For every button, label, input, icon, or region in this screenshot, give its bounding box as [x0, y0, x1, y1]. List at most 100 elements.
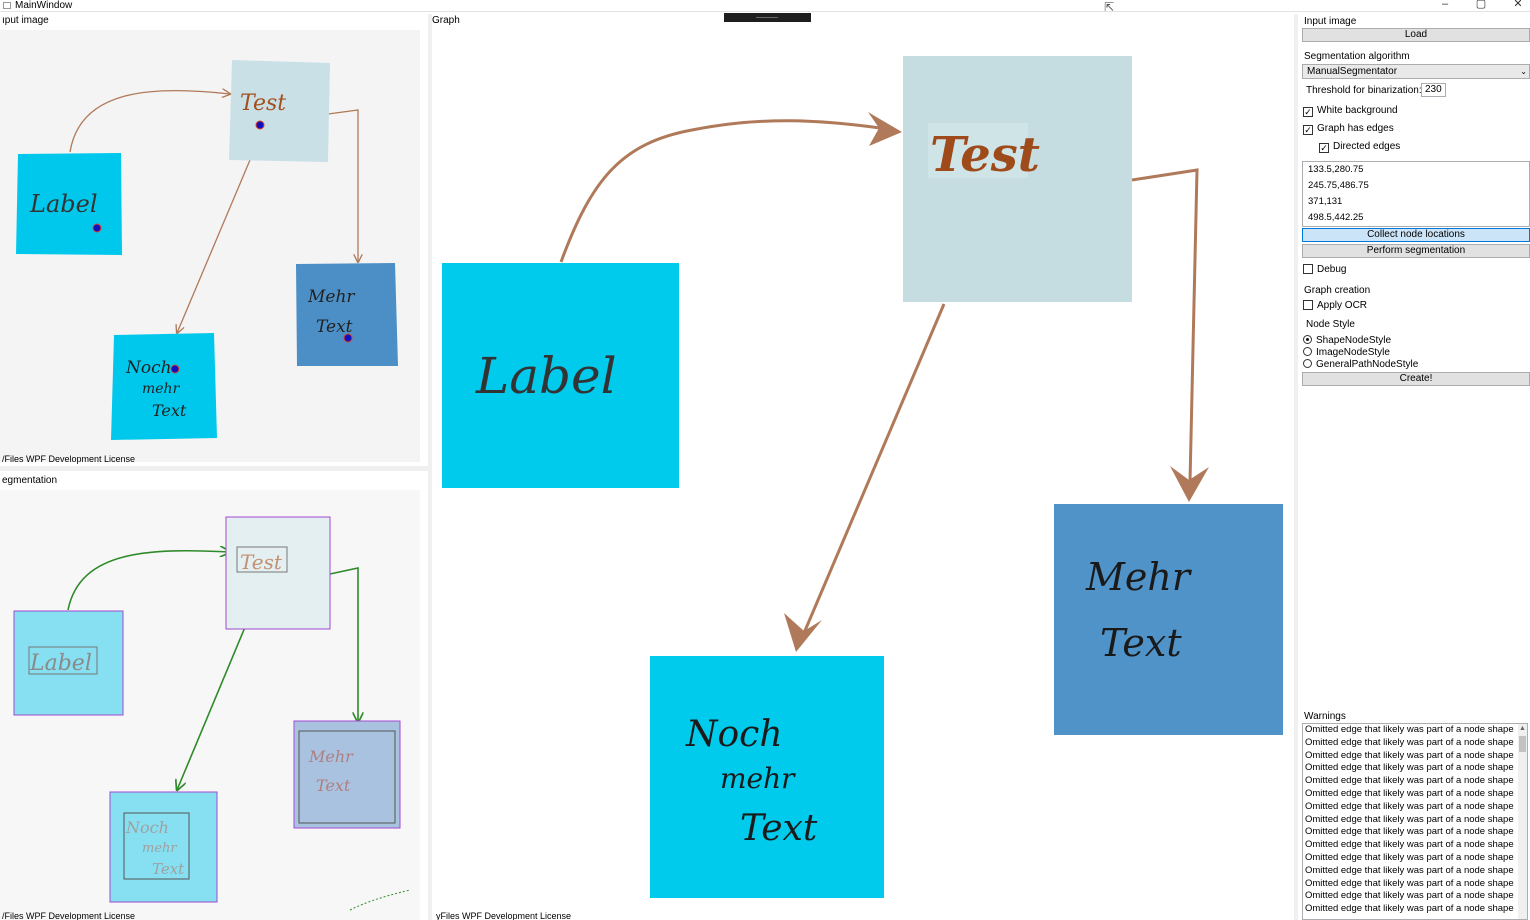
minimize-button[interactable]: – — [1441, 0, 1449, 10]
warnings-scrollbar[interactable]: ▲ — [1518, 724, 1527, 919]
title-bar: MainWindow – ▢ ✕ — [0, 0, 1530, 12]
input-license-watermark: /Files WPF Development License — [2, 454, 136, 464]
graph-node-label[interactable]: Label — [442, 263, 679, 488]
photo-note-mehr — [296, 263, 398, 366]
segmentation-license-watermark: /Files WPF Development License — [2, 911, 136, 920]
seg-note-mehr-text2: Text — [316, 776, 351, 795]
seg-note-noch-text2: mehr — [142, 841, 177, 856]
list-item: Omitted edge that likely was part of a n… — [1305, 736, 1514, 748]
list-item: Omitted edge that likely was part of a n… — [1305, 839, 1514, 851]
photo-edge-label-test — [69, 91, 230, 153]
graph-has-edges-label: Graph has edges — [1317, 123, 1394, 134]
photo-note-noch-text3: Text — [152, 401, 187, 420]
photo-note-noch — [111, 333, 217, 440]
graph-node-test-box[interactable] — [903, 56, 1132, 302]
general-path-node-style-radio[interactable]: GeneralPathNodeStyle — [1303, 359, 1418, 371]
seg-note-noch-text: Noch — [125, 818, 169, 837]
checkbox-empty-icon — [1303, 300, 1313, 310]
scroll-up-icon[interactable]: ▲ — [1519, 725, 1526, 732]
seg-note-label-text: Label — [29, 651, 92, 676]
white-background-label: White background — [1317, 105, 1398, 116]
graph-node-noch[interactable]: Noch mehr Text — [650, 656, 884, 898]
graph-has-edges-checkbox[interactable]: ✓Graph has edges — [1303, 123, 1394, 135]
graph-creation-group-label: Graph creation — [1304, 285, 1371, 296]
photo-note-mehr-text: Mehr — [307, 287, 355, 307]
list-item: Omitted edge that likely was part of a n… — [1305, 800, 1514, 812]
graph-node-mehr[interactable]: Mehr Text — [1054, 504, 1283, 735]
warnings-list[interactable]: Omitted edge that likely was part of a n… — [1302, 723, 1528, 920]
graph-node-mehr-text: Mehr — [1085, 555, 1193, 599]
checkmark-icon: ✓ — [1319, 143, 1329, 153]
list-item[interactable]: 133.5,280.75 — [1308, 164, 1364, 175]
radio-selected-icon — [1303, 335, 1312, 344]
photo-node-marker — [255, 120, 265, 130]
white-background-checkbox[interactable]: ✓White background — [1303, 105, 1398, 117]
photo-edge-test-noch — [177, 159, 251, 333]
list-item: Omitted edge that likely was part of a n… — [1305, 762, 1514, 774]
perform-segmentation-button[interactable]: Perform segmentation — [1302, 244, 1530, 258]
settings-panel: Input image Load Segmentation algorithm … — [1298, 14, 1530, 920]
debug-label: Debug — [1317, 264, 1347, 275]
scrollbar-thumb[interactable] — [1519, 736, 1526, 752]
graph-node-noch-text: Noch — [685, 714, 783, 755]
seg-edge-label-test — [67, 551, 230, 611]
list-item: Omitted edge that likely was part of a n… — [1305, 877, 1514, 889]
graph-node-mehr-box[interactable] — [1054, 504, 1283, 735]
list-item: Omitted edge that likely was part of a n… — [1305, 813, 1514, 825]
collect-node-locations-button[interactable]: Collect node locations — [1302, 228, 1530, 242]
right-panel-splitter[interactable] — [1294, 14, 1298, 920]
shape-node-style-radio[interactable]: ShapeNodeStyle — [1303, 335, 1391, 347]
photo-node-marker — [343, 333, 353, 343]
graph-node-noch-box[interactable] — [650, 656, 884, 898]
input-image-panel-label: ıput image — [2, 15, 49, 26]
directed-edges-checkbox[interactable]: ✓Directed edges — [1319, 141, 1400, 153]
node-locations-list[interactable]: 133.5,280.75 245.75,486.75 371,131 498.5… — [1302, 161, 1530, 227]
window-icon — [3, 2, 11, 9]
list-item[interactable]: 371,131 — [1308, 196, 1343, 207]
apply-ocr-checkbox[interactable]: Apply OCR — [1303, 300, 1367, 312]
create-button[interactable]: Create! — [1302, 372, 1530, 386]
graph-edge-test-noch[interactable] — [802, 303, 946, 634]
seg-ocr-box-test — [236, 546, 288, 573]
close-button[interactable]: ✕ — [1513, 0, 1523, 10]
image-node-style-label: ImageNodeStyle — [1316, 347, 1390, 358]
input-image-canvas[interactable]: Test Label Mehr Text Noch mehr Text — [0, 30, 420, 462]
seg-box-mehr — [293, 720, 401, 829]
splitter-grip-handle[interactable] — [724, 13, 811, 22]
graph-edge-label-test[interactable] — [559, 119, 881, 263]
seg-box-test — [225, 516, 331, 630]
graph-canvas[interactable]: Test Label Mehr Text Noch mehr Text — [432, 28, 1294, 920]
list-item[interactable]: 245.75,486.75 — [1308, 180, 1369, 191]
graph-node-test-label-bg — [928, 123, 1028, 178]
window-title: MainWindow — [15, 0, 73, 11]
list-item: Omitted edge that likely was part of a n… — [1305, 903, 1514, 915]
image-node-style-radio[interactable]: ImageNodeStyle — [1303, 347, 1390, 359]
general-path-node-style-label: GeneralPathNodeStyle — [1316, 359, 1419, 370]
segmentation-canvas[interactable]: Test Label Mehr Text Noch mehr Text — [0, 490, 420, 920]
seg-edge-test-noch — [177, 619, 249, 790]
list-item[interactable]: 498.5,442.25 — [1308, 212, 1364, 223]
segmentation-algorithm-select[interactable]: ManualSegmentator ⌄ — [1302, 64, 1530, 79]
graph-node-label-box[interactable] — [442, 263, 679, 488]
list-item: Omitted edge that likely was part of a n… — [1305, 775, 1514, 787]
threshold-label: Threshold for binarization: — [1306, 85, 1422, 96]
left-panel-splitter[interactable] — [428, 14, 432, 920]
left-horizontal-splitter[interactable] — [0, 466, 428, 471]
graph-edge-test-mehr[interactable] — [1131, 168, 1199, 483]
graph-node-test[interactable]: Test — [903, 56, 1132, 302]
graph-node-noch-text3: Text — [740, 808, 818, 849]
maximize-button[interactable]: ▢ — [1475, 0, 1487, 10]
seg-note-mehr-text: Mehr — [308, 747, 354, 766]
photo-note-test — [229, 60, 330, 162]
input-image-group-label: Input image — [1304, 16, 1357, 27]
seg-box-label — [13, 610, 124, 716]
load-button[interactable]: Load — [1302, 28, 1530, 42]
list-item: Omitted edge that likely was part of a n… — [1305, 826, 1514, 838]
photo-note-noch-text2: mehr — [142, 381, 181, 397]
photo-edge-test-mehr — [327, 109, 358, 262]
seg-box-noch — [109, 791, 218, 903]
graph-node-mehr-text2: Text — [1100, 621, 1182, 665]
threshold-input[interactable]: 230 — [1421, 83, 1446, 97]
mouse-cursor-icon: ⇱ — [1104, 0, 1115, 14]
debug-checkbox[interactable]: Debug — [1303, 264, 1346, 276]
